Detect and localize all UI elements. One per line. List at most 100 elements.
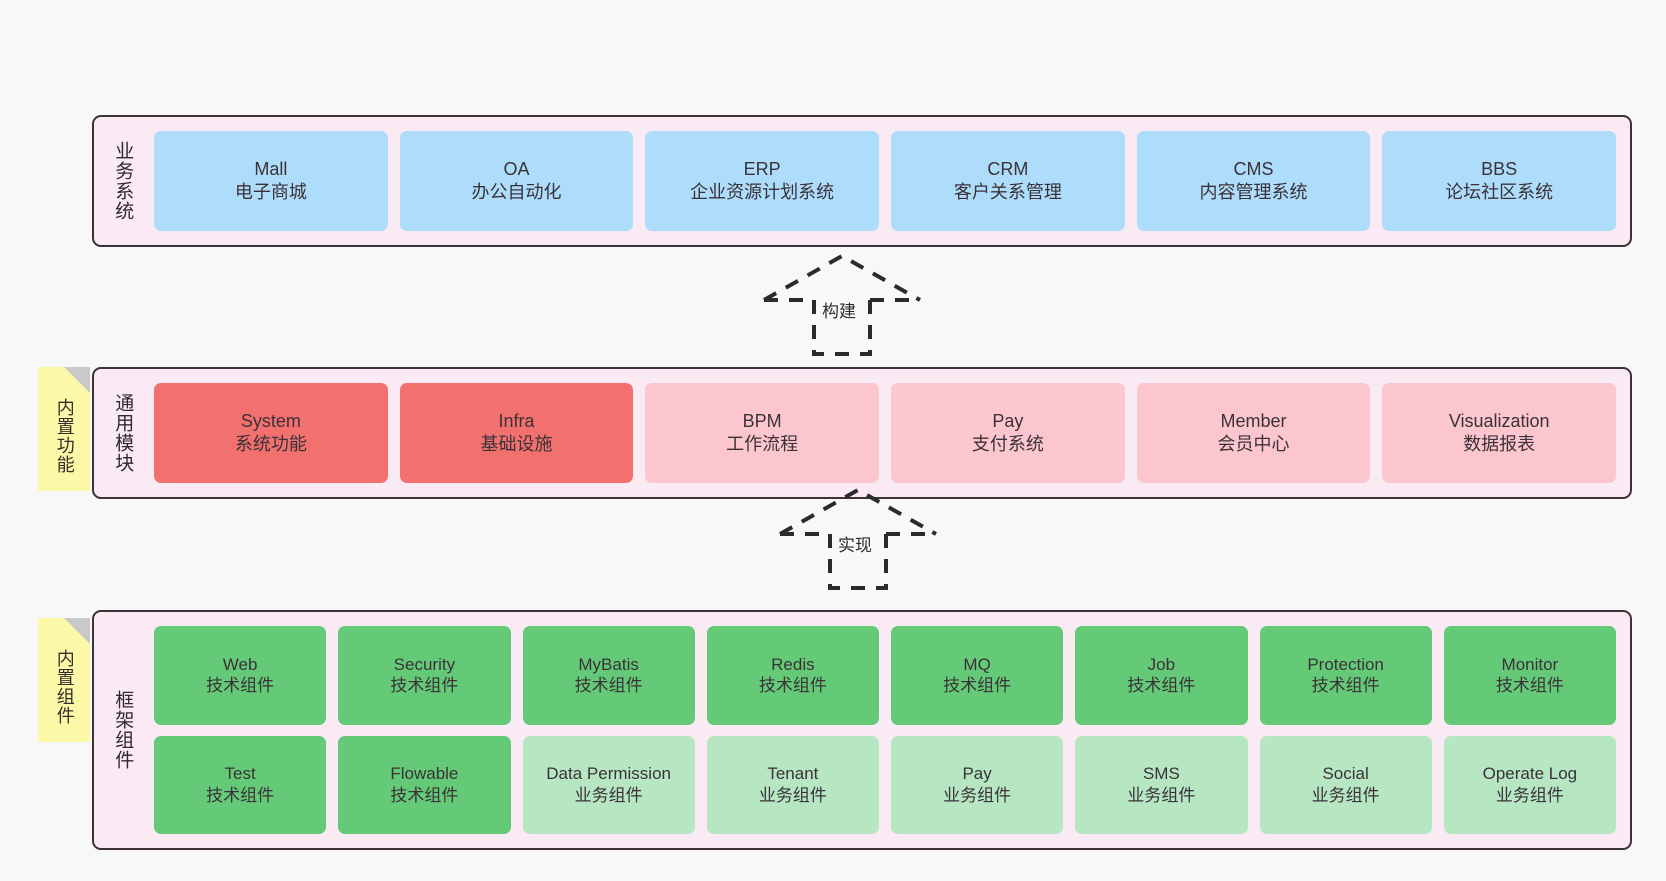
module-title-cn: 办公自动化: [471, 182, 562, 202]
module-box-system[interactable]: System 系统功能: [154, 383, 388, 483]
component-title-cn: 技术组件: [390, 676, 459, 696]
generalization-arrow-icon: [779, 487, 937, 590]
business-system-box-row: Mall 电子商城 OA 办公自动化 ERP 企业资源计划系统 CRM 客户关系…: [150, 117, 1630, 245]
module-title-cn: 企业资源计划系统: [690, 182, 835, 202]
module-title-en: CRM: [987, 158, 1029, 179]
component-box-test[interactable]: Test 技术组件: [154, 735, 327, 834]
component-title-en: SMS: [1142, 764, 1180, 783]
component-title-en: Job: [1147, 654, 1176, 674]
component-title-en: Monitor: [1501, 654, 1559, 674]
module-title-cn: 内容管理系统: [1199, 182, 1308, 202]
connector-label-implement: 实现: [838, 536, 872, 555]
component-box-mybatis[interactable]: MyBatis 技术组件: [522, 626, 695, 725]
component-title-cn: 业务组件: [758, 785, 827, 805]
component-box-pay[interactable]: Pay 业务组件: [891, 735, 1064, 834]
module-box-oa[interactable]: OA 办公自动化: [399, 131, 634, 231]
component-box-mq[interactable]: MQ 技术组件: [891, 626, 1064, 725]
component-box-sms[interactable]: SMS 业务组件: [1075, 735, 1248, 834]
module-title-en: BBS: [1481, 158, 1518, 179]
module-title-en: Member: [1220, 410, 1287, 431]
component-title-cn: 技术组件: [574, 676, 643, 696]
component-title-cn: 技术组件: [1311, 676, 1380, 696]
component-title-cn: 技术组件: [390, 785, 459, 805]
component-title-cn: 业务组件: [574, 785, 643, 805]
layer-caption-common-module: 通用模块: [112, 393, 134, 473]
module-box-crm[interactable]: CRM 客户关系管理: [891, 131, 1125, 231]
component-title-en: Redis: [771, 654, 815, 674]
component-title-cn: 技术组件: [943, 676, 1012, 696]
component-title-en: Web: [222, 654, 258, 674]
component-box-tenant[interactable]: Tenant 业务组件: [706, 735, 879, 834]
component-title-en: Operate Log: [1482, 764, 1578, 783]
module-title-en: Infra: [498, 410, 535, 431]
component-box-job[interactable]: Job 技术组件: [1075, 626, 1248, 725]
component-title-cn: 业务组件: [943, 785, 1012, 805]
module-title-cn: 基础设施: [480, 434, 553, 454]
component-title-en: Tenant: [767, 764, 819, 783]
component-title-cn: 业务组件: [1311, 785, 1380, 805]
component-title-en: Protection: [1307, 654, 1384, 674]
component-box-social[interactable]: Social 业务组件: [1259, 735, 1432, 834]
common-module-box-row: System 系统功能 Infra 基础设施 BPM 工作流程 Pay 支付系统…: [150, 369, 1630, 497]
component-box-redis[interactable]: Redis 技术组件: [706, 626, 879, 725]
component-title-cn: 技术组件: [758, 676, 827, 696]
module-box-infra[interactable]: Infra 基础设施: [399, 383, 634, 483]
layer-caption-framework-component: 框架组件: [112, 690, 134, 770]
framework-component-box-grid: Web 技术组件 Security 技术组件 MyBatis 技术组件 Redi…: [150, 612, 1630, 848]
component-title-en: MyBatis: [578, 654, 639, 674]
component-title-cn: 业务组件: [1495, 785, 1564, 805]
connector-implement: 实现: [768, 484, 948, 594]
note-label: 内置功能: [54, 398, 75, 474]
component-title-en: Social: [1322, 764, 1369, 783]
component-box-security[interactable]: Security 技术组件: [338, 626, 511, 725]
module-box-pay[interactable]: Pay 支付系统: [891, 383, 1125, 483]
note-builtin-function: 内置功能: [38, 367, 90, 491]
module-title-cn: 会员中心: [1217, 434, 1290, 454]
component-title-en: Security: [393, 654, 456, 674]
module-title-cn: 数据报表: [1463, 434, 1536, 454]
component-box-monitor[interactable]: Monitor 技术组件: [1443, 626, 1616, 725]
module-title-en: OA: [503, 158, 530, 179]
note-label: 内置组件: [54, 649, 75, 725]
module-title-en: Pay: [992, 410, 1024, 431]
module-title-en: Visualization: [1448, 410, 1550, 431]
module-box-bpm[interactable]: BPM 工作流程: [645, 383, 880, 483]
component-title-en: Pay: [962, 764, 992, 783]
module-box-cms[interactable]: CMS 内容管理系统: [1136, 131, 1371, 231]
module-box-bbs[interactable]: BBS 论坛社区系统: [1382, 131, 1617, 231]
component-title-en: MQ: [963, 654, 991, 674]
component-box-protection[interactable]: Protection 技术组件: [1259, 626, 1432, 725]
module-title-cn: 电子商城: [234, 182, 307, 202]
layer-business-system: 业务系统 Mall 电子商城 OA 办公自动化 ERP 企业资源计划系统 CRM…: [92, 115, 1632, 247]
component-title-cn: 技术组件: [1495, 676, 1564, 696]
module-title-en: Mall: [254, 158, 288, 179]
component-title-en: Flowable: [390, 764, 459, 783]
generalization-arrow-icon: [763, 253, 921, 356]
component-title-en: Data Permission: [546, 764, 671, 783]
module-title-en: CMS: [1233, 158, 1274, 179]
module-title-cn: 系统功能: [234, 434, 307, 454]
module-box-visualization[interactable]: Visualization 数据报表: [1382, 383, 1617, 483]
module-title-en: System: [240, 410, 301, 431]
module-title-en: ERP: [743, 158, 781, 179]
module-box-member[interactable]: Member 会员中心: [1136, 383, 1371, 483]
component-box-operate-log[interactable]: Operate Log 业务组件: [1443, 735, 1616, 834]
connector-build: 构建: [752, 250, 932, 360]
component-box-data-permission[interactable]: Data Permission 业务组件: [522, 735, 695, 834]
module-box-erp[interactable]: ERP 企业资源计划系统: [645, 131, 880, 231]
component-box-flowable[interactable]: Flowable 技术组件: [338, 735, 511, 834]
module-title-cn: 客户关系管理: [953, 182, 1062, 202]
component-title-cn: 技术组件: [206, 676, 275, 696]
module-title-en: BPM: [742, 410, 782, 431]
module-title-cn: 工作流程: [726, 434, 799, 454]
layer-framework-component: 框架组件 Web 技术组件 Security 技术组件 MyBatis 技术组件…: [92, 610, 1632, 850]
module-title-cn: 论坛社区系统: [1445, 182, 1554, 202]
component-title-cn: 技术组件: [206, 785, 275, 805]
connector-label-build: 构建: [822, 302, 856, 321]
module-box-mall[interactable]: Mall 电子商城: [154, 131, 388, 231]
module-title-cn: 支付系统: [971, 434, 1044, 454]
component-box-web[interactable]: Web 技术组件: [154, 626, 327, 725]
layer-caption-business-system: 业务系统: [112, 141, 134, 221]
component-title-cn: 技术组件: [1127, 676, 1196, 696]
